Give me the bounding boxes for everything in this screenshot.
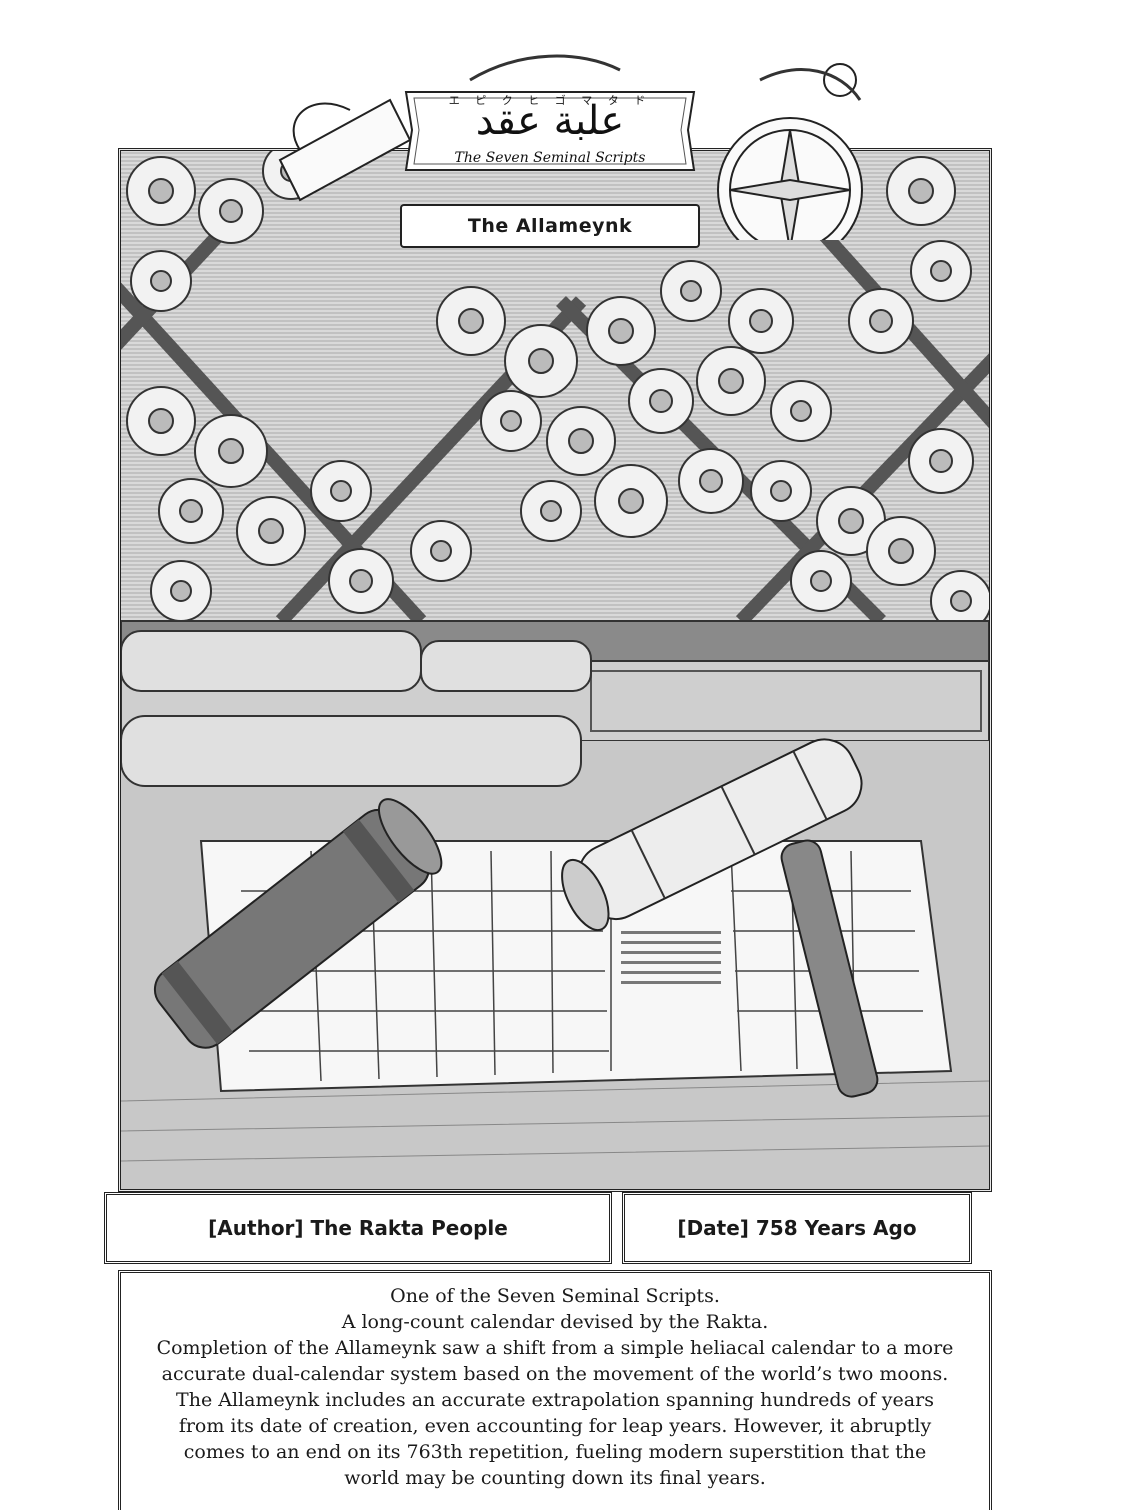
banner-subtitle: The Seven Seminal Scripts [454, 150, 646, 166]
description-line: from its date of creation, even accounti… [178, 1415, 932, 1437]
date-box: [Date] 758 Years Ago [622, 1192, 972, 1264]
description-box: One of the Seven Seminal Scripts. A long… [118, 1270, 992, 1510]
phonetic-kana: エ ピ ク ヒ ゴ マ タ ド [448, 94, 652, 107]
description-line: A long-count calendar devised by the Rak… [341, 1311, 769, 1333]
scroll-name-plate: The Allameynk [400, 204, 700, 248]
description-line: comes to an end on its 763th repetition,… [183, 1441, 927, 1463]
banner-ribbon [404, 91, 696, 171]
page-title: The Allameynk [467, 215, 633, 237]
description-line: Completion of the Allameynk saw a shift … [156, 1337, 954, 1359]
description-line: The Allameynk includes an accurate extra… [176, 1389, 934, 1411]
description-line: accurate dual-calendar system based on t… [161, 1363, 949, 1385]
native-script-title: ﻋﻠﺒﺔ ﻋﻘﺪ [475, 98, 625, 144]
date-label: [Date] 758 Years Ago [677, 1216, 917, 1240]
author-label: [Author] The Rakta People [208, 1216, 508, 1240]
description-line: One of the Seven Seminal Scripts. [390, 1285, 720, 1307]
author-box: [Author] The Rakta People [104, 1192, 612, 1264]
header-ornaments [278, 54, 863, 240]
illustration-panel [118, 148, 992, 1192]
script-banner: エ ピ ク ヒ ゴ マ タ ド ﻋﻠﺒﺔ ﻋﻘﺪ The Seven Semin… [400, 86, 700, 182]
description-line: world may be counting down its final yea… [344, 1467, 766, 1489]
scroll-shelves-illustration [121, 151, 989, 1189]
